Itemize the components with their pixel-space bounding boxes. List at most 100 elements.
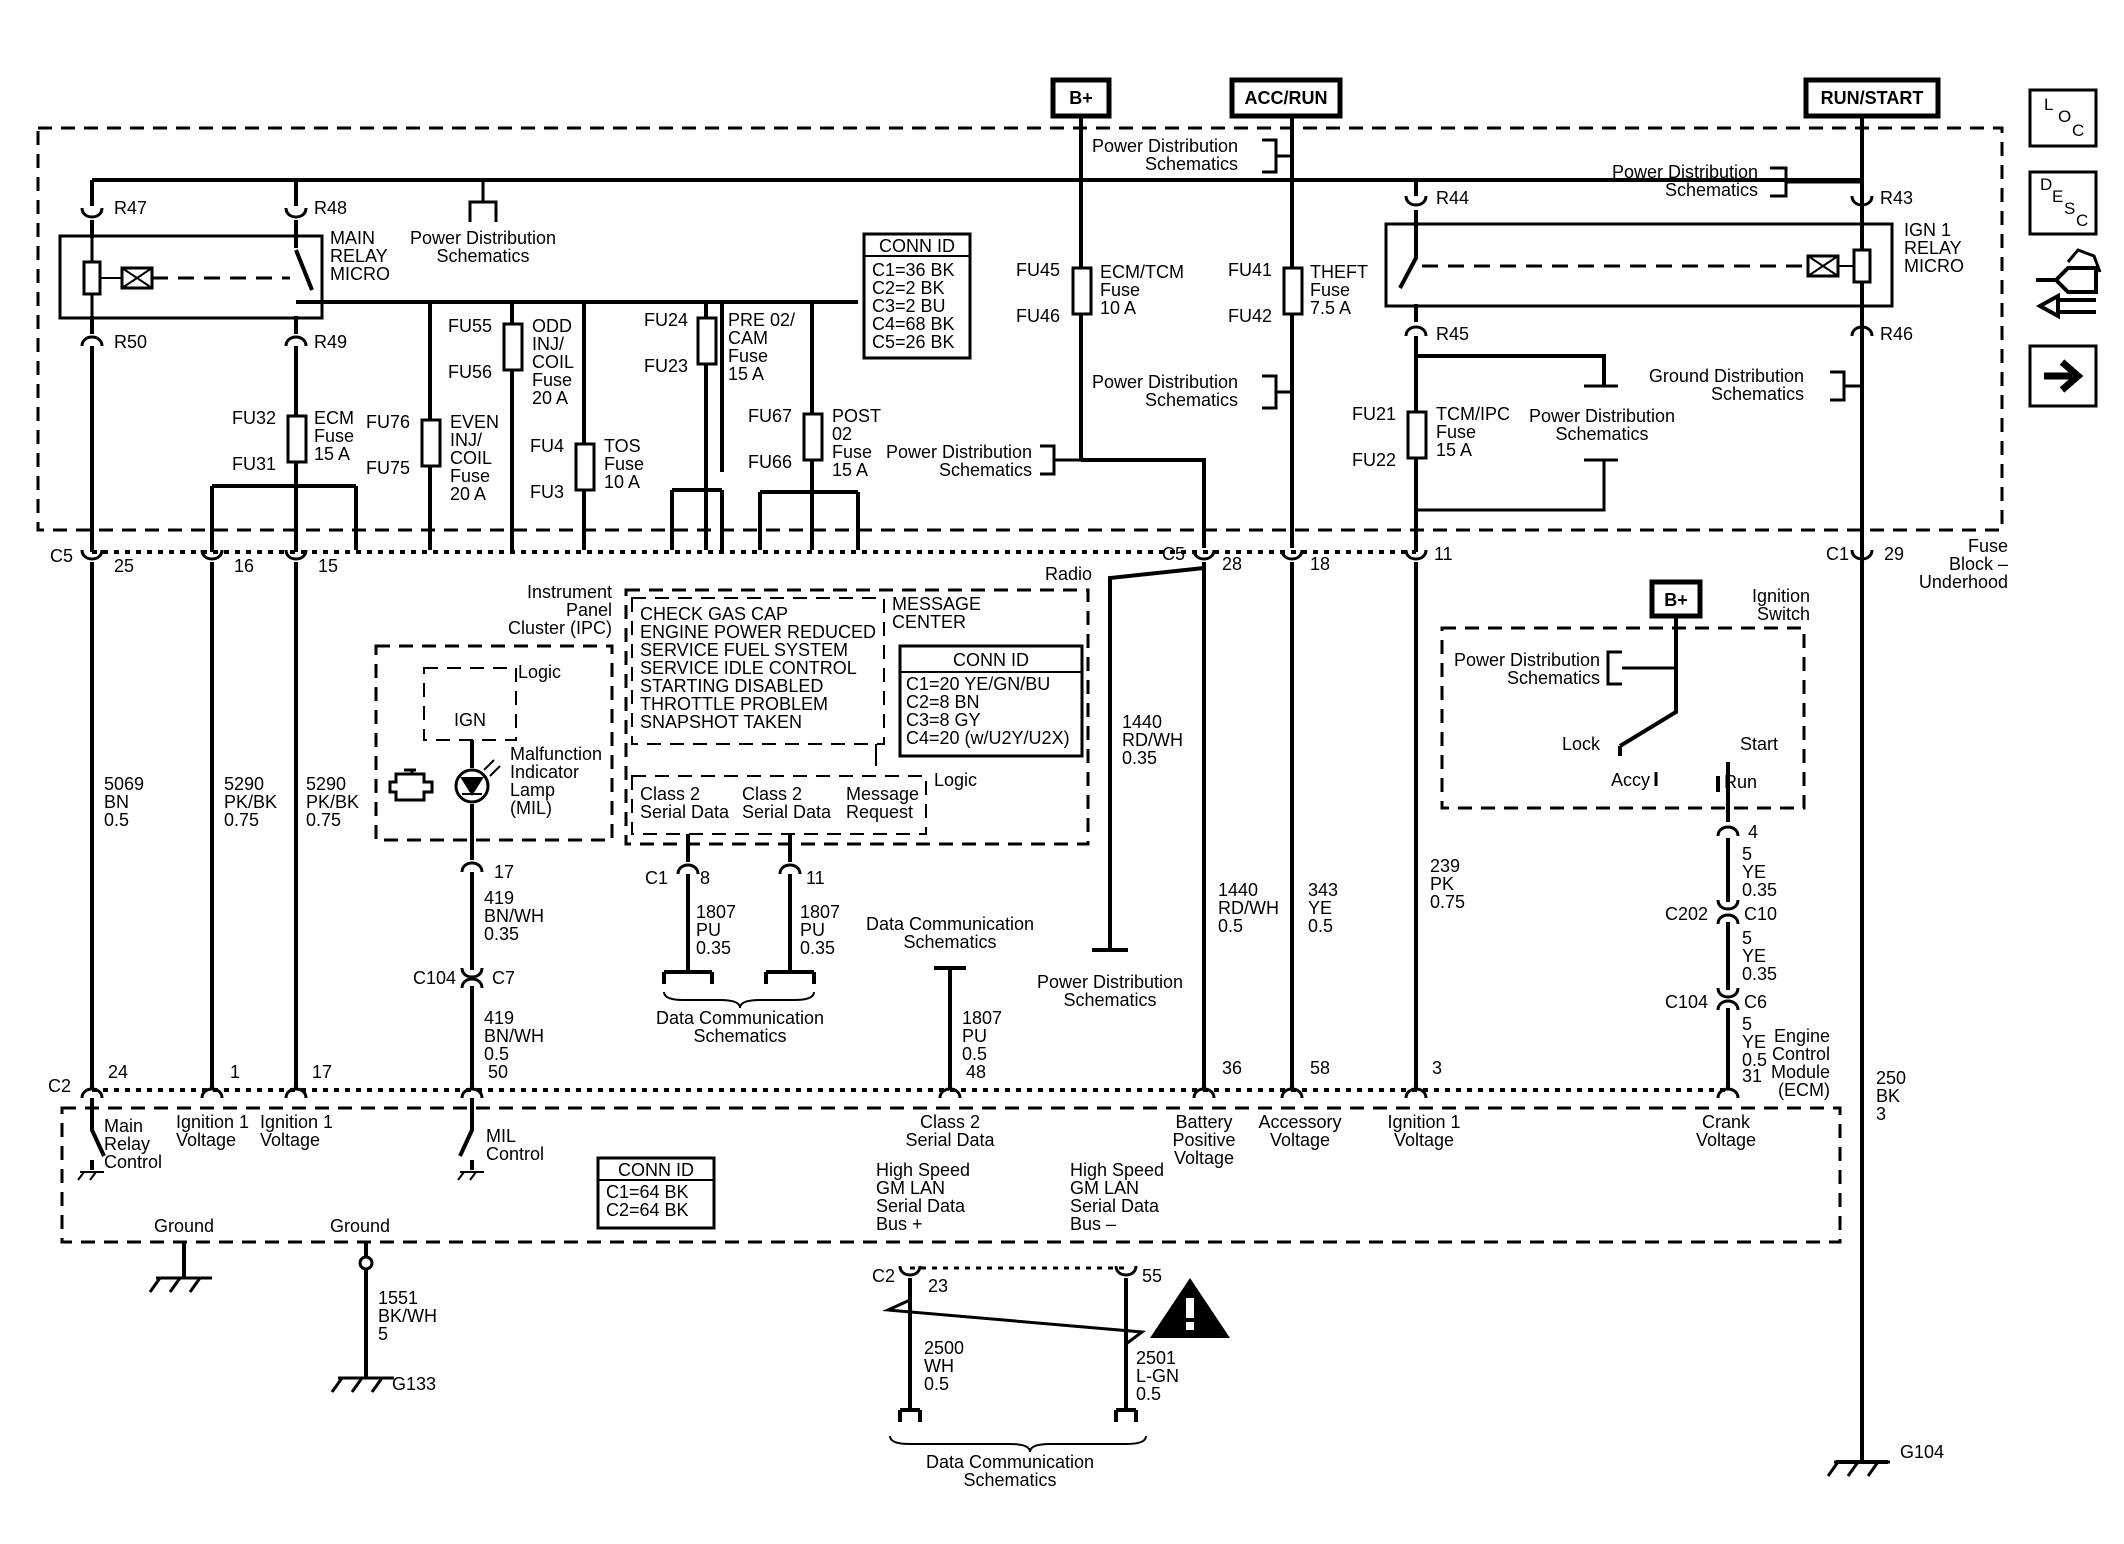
wire-labels-419: 419 BN/WH 0.35 419 BN/WH 0.5 — [484, 888, 544, 1064]
ecm-c2-label: C2 — [48, 1076, 71, 1096]
ground-2-eyelet — [358, 1255, 374, 1271]
ecm-lbl-battery-3: Voltage — [1174, 1148, 1234, 1168]
wire-2501-3: 0.5 — [1136, 1384, 1161, 1404]
conn-id-fb-title: CONN ID — [879, 236, 955, 256]
wire-343-1: 343 — [1308, 880, 1338, 900]
fuse-block-name-3: Underhood — [1919, 572, 2008, 592]
fuse-block-name-2: Block – — [1949, 554, 2008, 574]
pds-ref-ign-sw-1: Power Distribution — [1454, 650, 1600, 670]
g104-label: G104 — [1900, 1442, 1944, 1462]
ign-sw-start: Start — [1740, 734, 1778, 754]
fuse-theft-label-2: Fuse — [1310, 280, 1350, 300]
msg-center-title-1: MESSAGE — [892, 594, 981, 614]
msg-cell-2b: Serial Data — [742, 802, 832, 822]
ecm-lbl-main-relay-2: Relay — [104, 1134, 150, 1154]
conn-id-fb-row-4: C4=68 BK — [872, 314, 955, 334]
connector-hand-button[interactable] — [2035, 248, 2102, 320]
wire-5290b-3: 0.75 — [306, 810, 341, 830]
fuse-ecm-label-3: 15 A — [314, 444, 350, 464]
wire-239-2: PK — [1430, 874, 1454, 894]
wire-419b-3: 0.5 — [484, 1044, 509, 1064]
msg-4: SERVICE IDLE CONTROL — [640, 658, 857, 678]
wire-250-2: BK — [1876, 1086, 1900, 1106]
c5-label-right: C5 — [1162, 544, 1185, 564]
pds-ref-radio-1: Power Distribution — [1037, 972, 1183, 992]
ecm-pin-24: 24 — [108, 1062, 128, 1082]
radio-feed-wire — [1092, 566, 1205, 952]
loc-button[interactable]: L O C — [2028, 88, 2098, 148]
ipc-name-3: Cluster (IPC) — [508, 618, 612, 638]
loc-letter-3: C — [2072, 121, 2084, 140]
ipc-mil-4: (MIL) — [510, 798, 552, 818]
fuse-pre02: FU24 FU23 PRE 02/ CAM Fuse 15 A — [644, 302, 795, 550]
ecm-conn-row-1: C1=64 BK — [606, 1182, 689, 1202]
relay-ign1-pin-r44: R44 — [1436, 188, 1469, 208]
pds-ref-runstart: Power Distribution Schematics — [1612, 162, 1862, 200]
fuse-odd-label-3: COIL — [532, 352, 574, 372]
pds-ref-top-left: Power Distribution Schematics — [410, 180, 556, 266]
ign-sw-name-1: Ignition — [1752, 586, 1810, 606]
desc-button[interactable]: D E S C — [2028, 170, 2098, 236]
relay-ign1-pin-r46: R46 — [1880, 324, 1913, 344]
fuse-tos-label-1: TOS — [604, 436, 641, 456]
dcs-ref-1: Data Communication Schematics — [656, 1008, 824, 1046]
msg-2: ENGINE POWER REDUCED — [640, 622, 876, 642]
msg-conn-row-4: C4=20 (w/U2Y/U2X) — [906, 728, 1070, 748]
ecm-lbl-mil-1: MIL — [486, 1126, 516, 1146]
wire-5c-1: 5 — [1742, 1014, 1752, 1034]
ecm-pin-58: 58 — [1310, 1058, 1330, 1078]
relay-ign1-label-3: MICRO — [1904, 256, 1964, 276]
dcs-brace-1 — [663, 991, 815, 1009]
fuse-even-pin-bottom: FU75 — [366, 458, 410, 478]
ecm-lbl-hsplus-3: Serial Data — [876, 1196, 966, 1216]
wire-1807c-1: 1807 — [962, 1008, 1002, 1028]
fuse-theft: FU41 FU42 THEFT Fuse 7.5 A — [1228, 260, 1368, 326]
fuse-block-name-1: Fuse — [1968, 536, 2008, 556]
c2-bottom-label: C2 — [872, 1266, 895, 1286]
ground-1-symbol — [148, 1276, 214, 1294]
ipc-name-1: Instrument — [527, 582, 612, 602]
wire-419a-1: 419 — [484, 888, 514, 908]
fuse-ecm: FU32 FU31 ECM Fuse 15 A — [210, 408, 358, 552]
ecm-lbl-class2-1: Class 2 — [920, 1112, 980, 1132]
wire-5069-2: BN — [104, 792, 129, 812]
wire-419a-3: 0.35 — [484, 924, 519, 944]
fuse-ecmtcm-pin-top: FU45 — [1016, 260, 1060, 280]
ecm-lbl-main-relay-3: Control — [104, 1152, 162, 1172]
fuse-tcmipc-pin-bottom: FU22 — [1352, 450, 1396, 470]
connector-hand-icon — [2035, 248, 2102, 320]
wire-250-1: 250 — [1876, 1068, 1906, 1088]
wire-5290b-1: 5290 — [306, 774, 346, 794]
next-button[interactable] — [2028, 344, 2098, 408]
desc-letter-1: D — [2040, 175, 2052, 194]
ipc-logic: Logic — [518, 662, 561, 682]
conn-id-fuse-block: CONN ID C1=36 BK C2=2 BK C3=2 BU C4=68 B… — [862, 232, 972, 360]
fuse-odd-label-1: ODD — [532, 316, 572, 336]
c5-pins: C5 25 16 15 C5 28 18 11 C1 29 — [50, 544, 1904, 576]
c104-upper: C104 C7 — [413, 966, 515, 990]
conn-id-fb-row-2: C2=2 BK — [872, 278, 945, 298]
fuse-tos-label-3: 10 A — [604, 472, 640, 492]
pds-ref-radio-2: Schematics — [1063, 990, 1156, 1010]
ecm-conn-row-2: C2=64 BK — [606, 1200, 689, 1220]
ign1-relay: R44 R43 R45 R46 IGN 1 RELAY MICRO — [1384, 180, 1964, 552]
msg-5: STARTING DISABLED — [640, 676, 823, 696]
engine-icon — [388, 768, 434, 802]
ecm-lbl-accessory-2: Voltage — [1270, 1130, 1330, 1150]
wire-1807b-2: PU — [800, 920, 825, 940]
ipc-ign: IGN — [454, 710, 486, 730]
ecm-lbl-ground-2: Ground — [330, 1216, 390, 1236]
ecm-lbl-hsminus-2: GM LAN — [1070, 1178, 1139, 1198]
fuse-post02-pin-bottom: FU66 — [748, 452, 792, 472]
c104-upper-right: C7 — [492, 968, 515, 988]
ecm-pin-31: 31 — [1742, 1066, 1762, 1086]
fuse-tos: FU4 FU3 TOS Fuse 10 A — [530, 420, 644, 550]
wire-5c-3: 0.5 — [1742, 1050, 1767, 1070]
fuse-post02-label-2: 02 — [832, 424, 852, 444]
ipc-mil-3: Lamp — [510, 780, 555, 800]
message-center-module: CHECK GAS CAP ENGINE POWER REDUCED SERVI… — [624, 588, 1090, 888]
fuse-tos-label-2: Fuse — [604, 454, 644, 474]
dcs-ref-3-1: Data Communication — [926, 1452, 1094, 1472]
ecm-name-4: (ECM) — [1778, 1080, 1830, 1100]
pds-ref-ecmtcm-2: Schematics — [939, 460, 1032, 480]
